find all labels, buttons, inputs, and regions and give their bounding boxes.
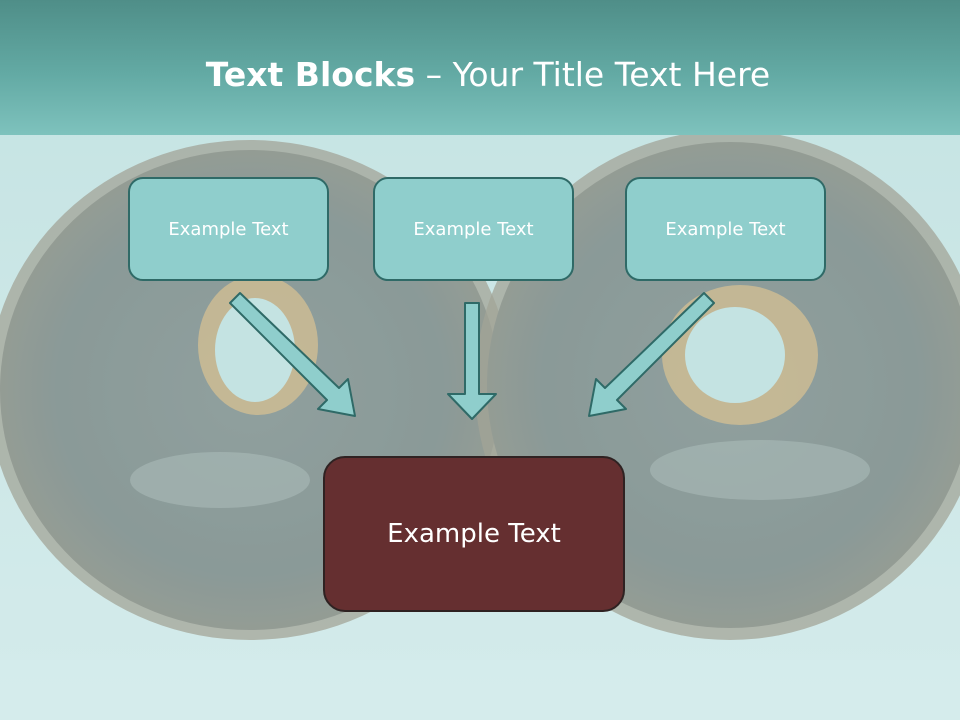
slide-title: Text Blocks – Your Title Text Here: [0, 52, 960, 98]
title-band: [0, 0, 960, 135]
text-block-1[interactable]: Example Text: [128, 177, 329, 281]
slide-title-dash: –: [415, 55, 453, 94]
arrow-center-down: [447, 302, 497, 420]
text-block-1-label: Example Text: [168, 218, 289, 240]
text-block-2[interactable]: Example Text: [373, 177, 574, 281]
text-block-3-label: Example Text: [665, 218, 786, 240]
main-text-block[interactable]: Example Text: [323, 456, 625, 612]
text-block-2-label: Example Text: [413, 218, 534, 240]
slide-title-rest: Your Title Text Here: [452, 55, 771, 94]
arrow-left-diagonal: [229, 292, 356, 417]
text-block-3[interactable]: Example Text: [625, 177, 826, 281]
main-text-block-label: Example Text: [387, 519, 561, 549]
slide-title-bold: Text Blocks: [205, 55, 416, 94]
arrow-right-diagonal: [588, 292, 715, 417]
